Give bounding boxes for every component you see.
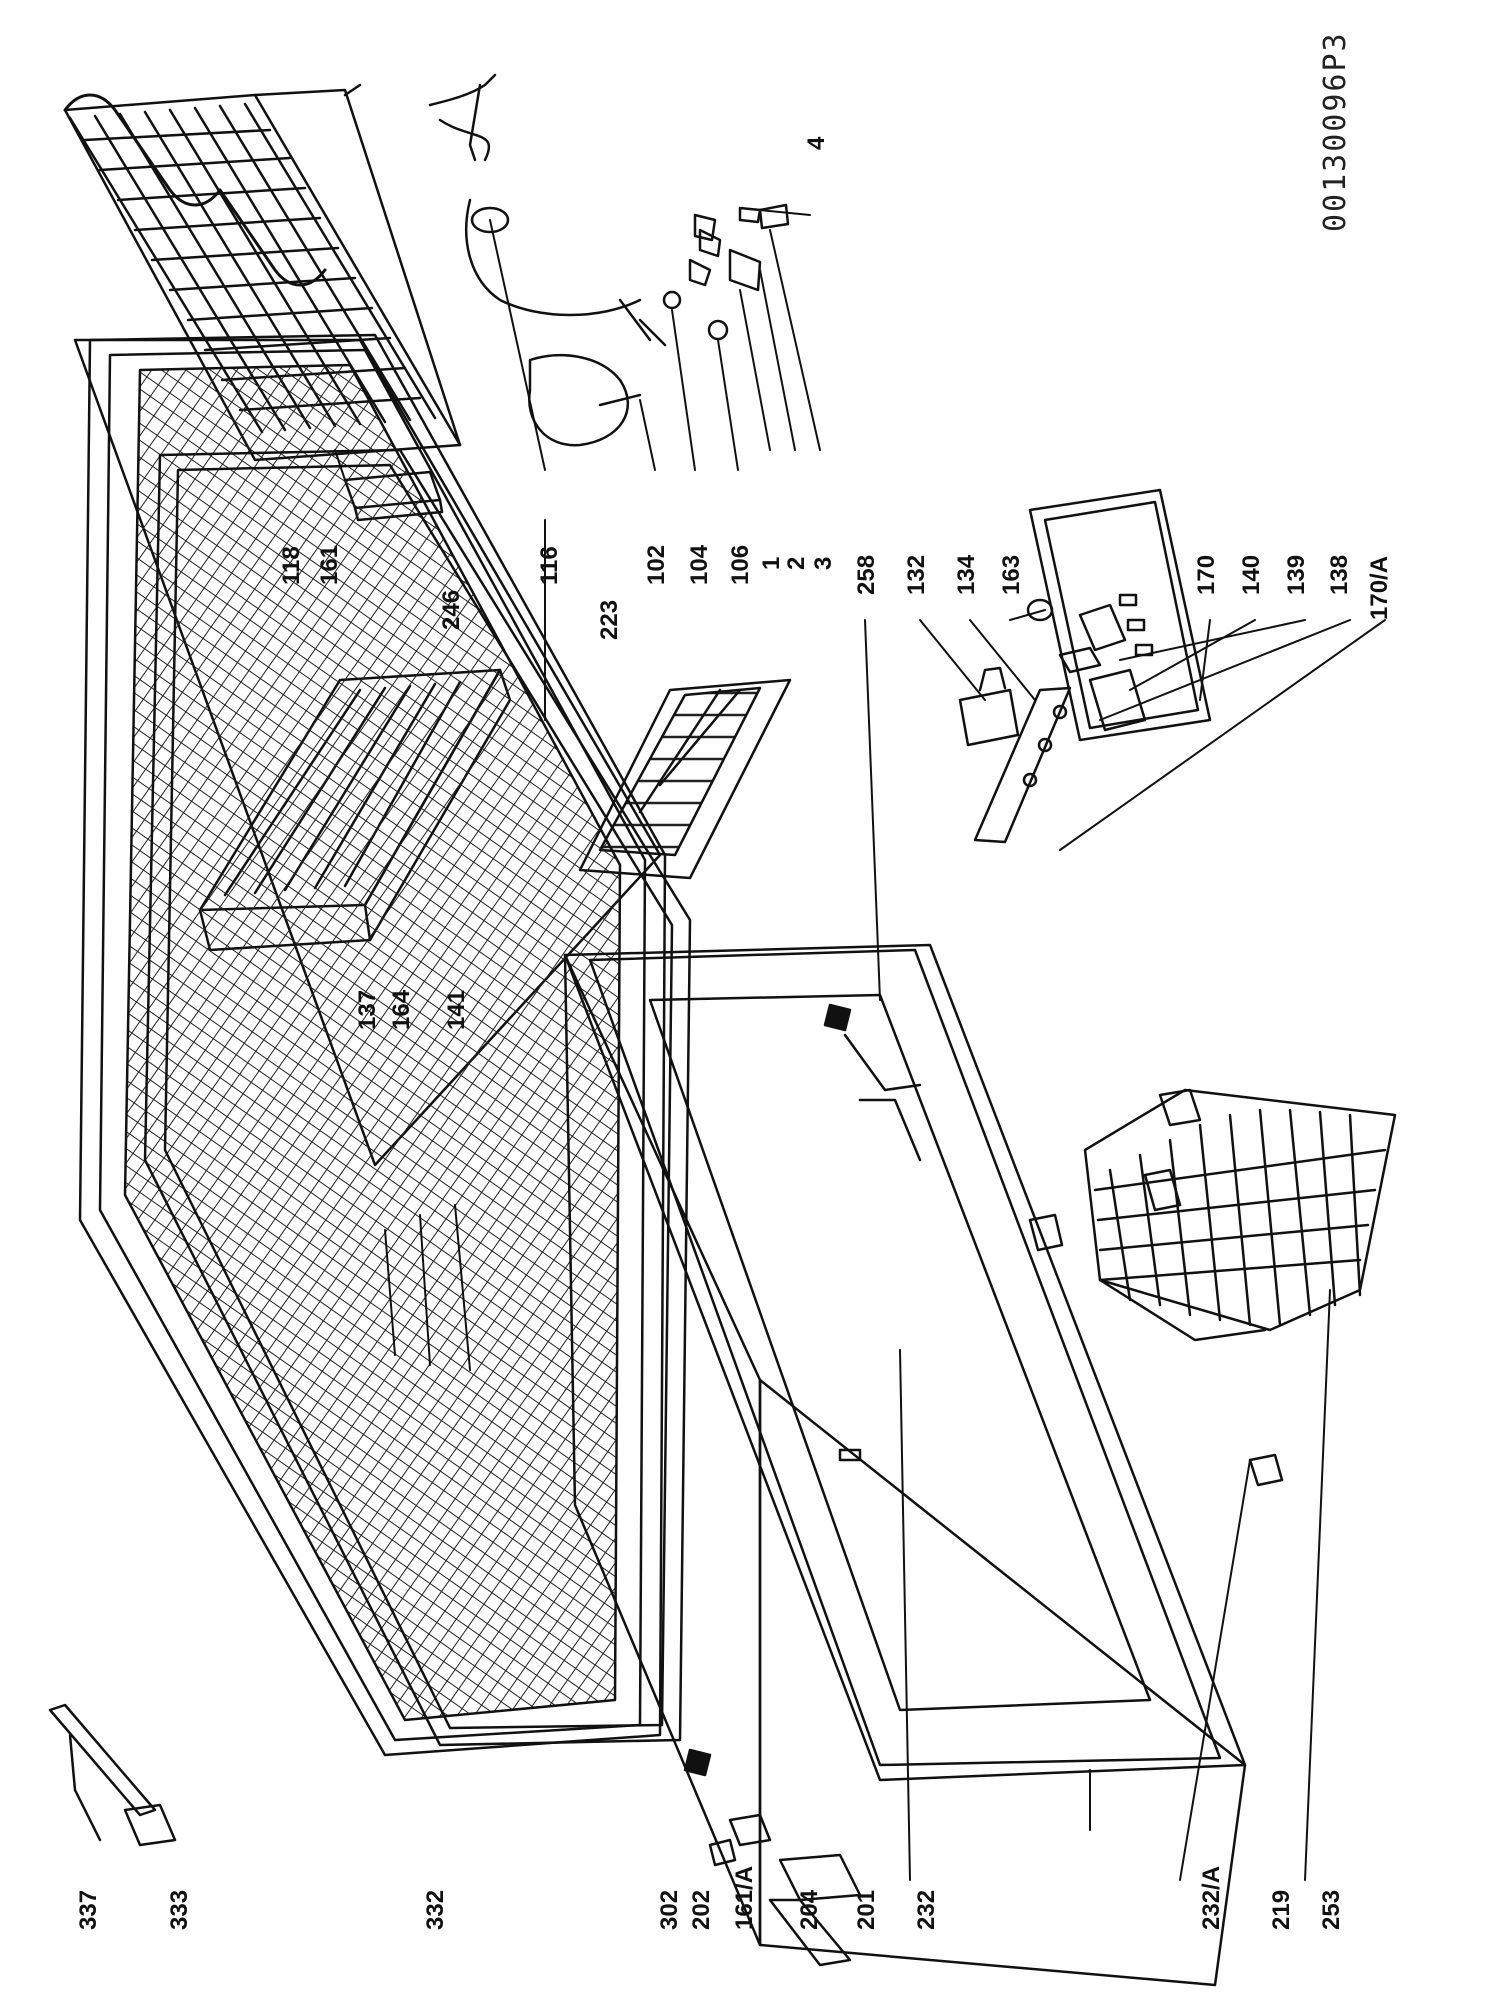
callout-106: 106	[727, 544, 754, 585]
wire-basket-253	[1083, 1088, 1397, 1342]
callout-164: 164	[388, 989, 415, 1030]
callout-139: 139	[1283, 554, 1310, 595]
callout-232: 232	[913, 1889, 940, 1930]
document-code: 00130096P3	[1318, 31, 1353, 232]
callout-232a: 232/A	[1198, 1865, 1225, 1930]
callout-204: 204	[796, 1889, 823, 1930]
callout-333: 333	[166, 1889, 193, 1930]
hinge-parts	[48, 1088, 1284, 1967]
callout-332: 332	[422, 1889, 449, 1930]
callout-132: 132	[903, 554, 930, 595]
lid-332	[73, 333, 667, 1757]
callout-3: 3	[810, 556, 837, 570]
callout-170a: 170/A	[1366, 555, 1393, 620]
condenser-grid	[63, 83, 462, 462]
callout-161: 161	[316, 544, 343, 585]
callout-246: 246	[438, 589, 465, 630]
shelf-grid-223	[578, 678, 792, 880]
callout-223: 223	[596, 599, 623, 640]
callout-253: 253	[1318, 1889, 1345, 1930]
callout-337: 337	[75, 1889, 102, 1930]
callout-116: 116	[536, 546, 563, 585]
callout-219: 219	[1268, 1889, 1295, 1930]
relay-small-parts	[662, 203, 790, 341]
callout-138: 138	[1326, 554, 1353, 595]
callout-104: 104	[686, 544, 713, 585]
callout-137: 137	[354, 989, 381, 1030]
control-panel-parts	[958, 488, 1212, 844]
callout-134: 134	[953, 554, 980, 595]
callout-4: 4	[803, 136, 830, 150]
callout-161a: 161/A	[731, 1865, 758, 1930]
callout-170: 170	[1193, 554, 1220, 595]
cabinet-body	[563, 943, 1247, 1987]
callout-202: 202	[688, 1889, 715, 1930]
compressor-assembly	[428, 73, 667, 447]
callout-102: 102	[643, 544, 670, 585]
callout-2: 2	[783, 556, 810, 570]
callout-141: 141	[443, 989, 470, 1030]
callout-201: 201	[853, 1889, 880, 1930]
callout-258: 258	[853, 554, 880, 595]
callout-302: 302	[656, 1889, 683, 1930]
callout-163: 163	[998, 554, 1025, 595]
callout-140: 140	[1238, 554, 1265, 595]
leader-lines	[334, 209, 1386, 1881]
callout-118: 118	[278, 546, 305, 585]
gasket-frame-302	[143, 448, 692, 1747]
callout-1: 1	[758, 556, 785, 570]
